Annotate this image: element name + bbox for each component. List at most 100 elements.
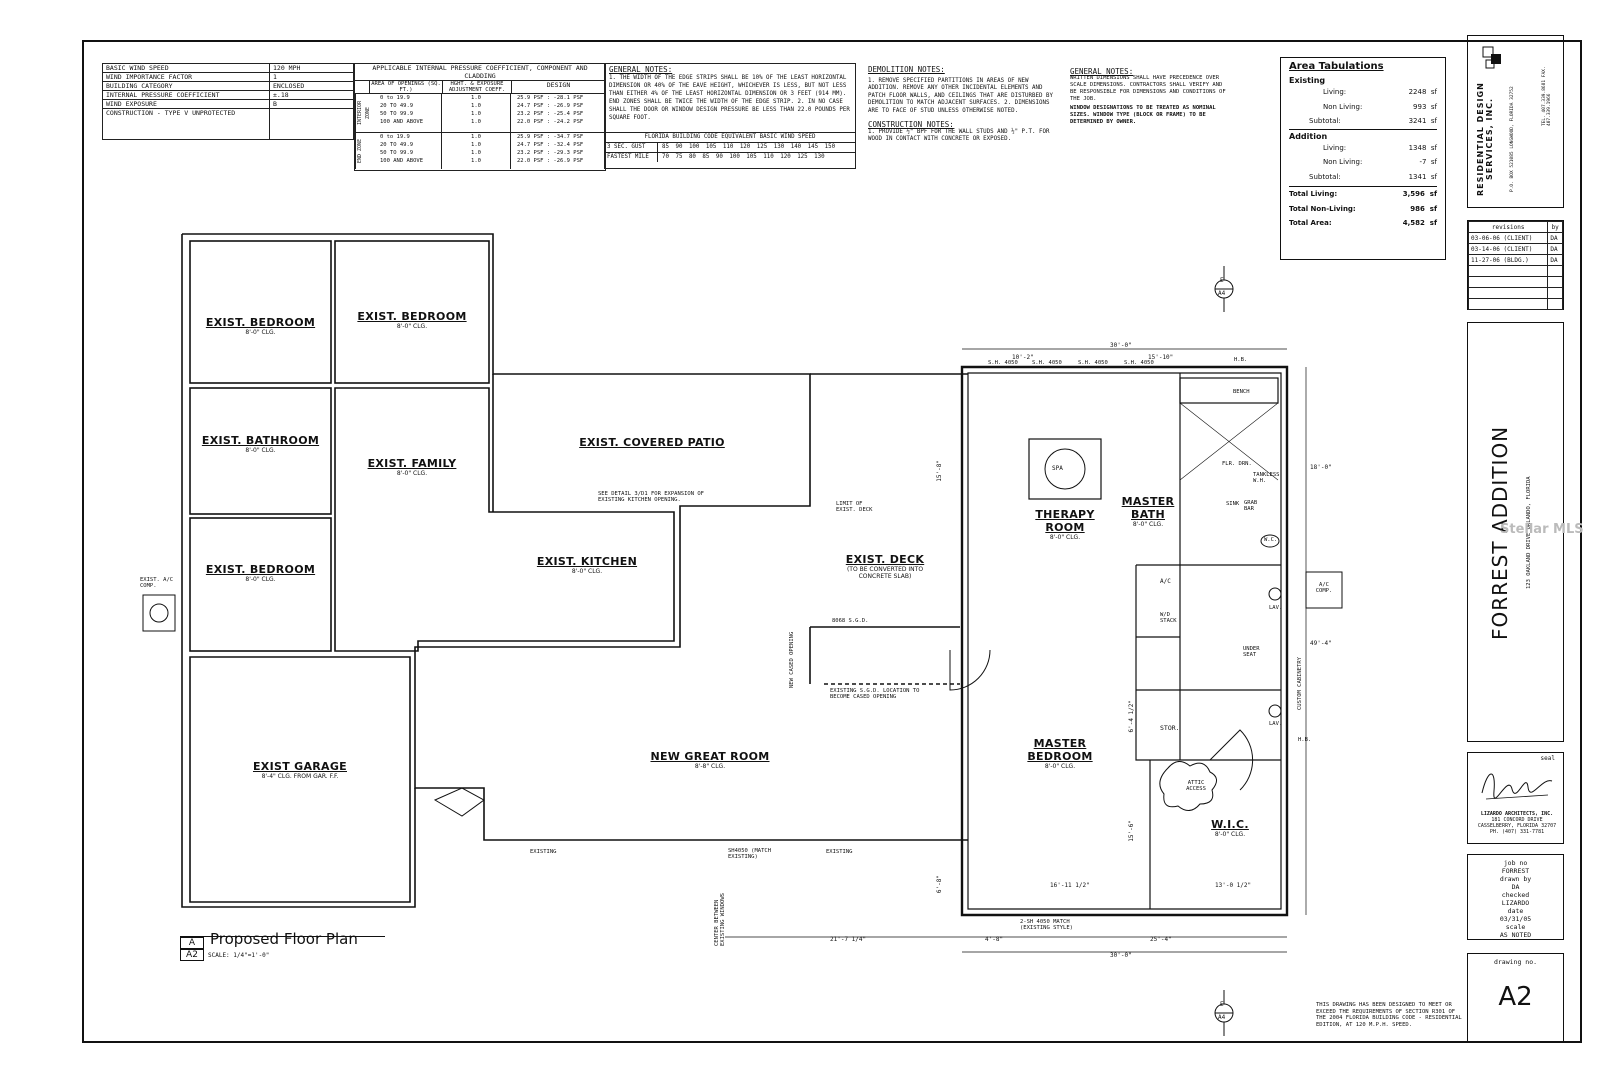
room-name: NEW GREAT ROOM bbox=[650, 750, 770, 763]
existing-outline-left bbox=[181, 234, 416, 908]
wall-family-kitchen bbox=[334, 387, 675, 652]
total-label: Total Non-Living: bbox=[1289, 204, 1356, 213]
room-name: EXIST. FAMILY bbox=[367, 457, 457, 470]
addition-label: Addition bbox=[1289, 128, 1437, 141]
room-ceiling: 8'-0" CLG. bbox=[1214, 831, 1246, 838]
project-block: FORREST ADDITION 123 OAKLAND DRIVE ORLAN… bbox=[1467, 322, 1564, 742]
room-wic: W.I.C.8'-0" CLG. bbox=[1200, 818, 1260, 838]
dim-top-right: 15'-10" bbox=[1148, 354, 1174, 361]
area-unit: sf bbox=[1430, 88, 1437, 96]
area-label: Living: bbox=[1323, 143, 1347, 152]
dim-inner: 16'-11 1/2" bbox=[1050, 882, 1090, 889]
wind-row-value bbox=[269, 108, 354, 140]
room-name: W.I.C. bbox=[1211, 818, 1249, 831]
area-range: 100 AND ABOVE bbox=[380, 119, 424, 125]
coeff: 1.0 bbox=[471, 158, 481, 164]
design-pressure: 24.7 PSF : -26.9 PSF bbox=[517, 103, 584, 109]
general-notes-title: GENERAL NOTES: bbox=[1070, 67, 1134, 76]
coeff: 1.0 bbox=[471, 142, 481, 148]
coeff: 1.0 bbox=[471, 103, 481, 109]
firm-logo-icon bbox=[1482, 46, 1501, 69]
area-range: 50 TO 99.9 bbox=[380, 150, 414, 156]
dim-bottom-right: 25'-4" bbox=[1150, 936, 1172, 943]
room-ceiling: 8'-0" CLG. bbox=[571, 568, 603, 575]
center-note: CENTER BETWEEN EXISTING WINDOWS bbox=[714, 893, 726, 946]
total-label: Total Area: bbox=[1289, 219, 1332, 227]
dim-left: 15'-6" bbox=[1128, 820, 1135, 842]
dim-bottom-total: 30'-0" bbox=[1110, 952, 1132, 959]
seal-label: seal bbox=[1540, 755, 1555, 762]
plan-caption: A Proposed Floor Plan A2 SCALE: 1/4"=1'-… bbox=[180, 930, 385, 961]
date-label: date bbox=[1507, 907, 1524, 915]
window-designation-note: WINDOW DESIGNATIONS TO BE TREATED AS NOM… bbox=[1070, 105, 1216, 125]
area-value: 2248 bbox=[1408, 88, 1427, 96]
area-title: Area Tabulations bbox=[1289, 61, 1384, 72]
area-value: 3241 bbox=[1408, 117, 1427, 125]
design-pressure: 23.2 PSF : -25.4 PSF bbox=[517, 111, 584, 117]
room-ceiling: 8'-0" CLG. bbox=[1044, 763, 1076, 770]
design-pressure: 25.9 PSF : -34.7 PSF bbox=[517, 134, 584, 140]
dim-inner: 13'-0 1/2" bbox=[1215, 882, 1252, 889]
area-label: Subtotal: bbox=[1309, 117, 1341, 125]
window-label: S.H. 4050 bbox=[988, 360, 1018, 366]
drawing-scale: AS NOTED bbox=[1499, 931, 1532, 939]
room-name: EXIST GARAGE bbox=[252, 760, 347, 773]
caption-title: Proposed Floor Plan bbox=[210, 930, 358, 948]
gust-label: 3 SEC. GUST bbox=[605, 143, 658, 152]
area-unit: sf bbox=[1430, 158, 1437, 166]
ac-unit-icon bbox=[142, 594, 176, 632]
room-name: EXIST. BEDROOM bbox=[205, 563, 316, 576]
scale-label: scale bbox=[1505, 923, 1526, 931]
closet-walls bbox=[1136, 565, 1281, 760]
general-notes-2: GENERAL NOTES: WRITTEN DIMENSIONS SHALL … bbox=[1070, 68, 1230, 126]
window-label: S.H. 4050 bbox=[1124, 360, 1154, 366]
pressure-table: APPLICABLE INTERNAL PRESSURE COEFFICIENT… bbox=[354, 63, 606, 171]
spa-label: SPA bbox=[1052, 465, 1063, 472]
col-height: HGHT. & EXPOSURE ADJUSTMENT COEFF. bbox=[443, 81, 512, 93]
room-name: EXIST. BATHROOM bbox=[201, 434, 320, 447]
area-range: 100 AND ABOVE bbox=[380, 158, 424, 164]
room-ceiling: 8'-0" CLG. bbox=[245, 576, 276, 583]
ac-closet-label: A/C bbox=[1160, 578, 1171, 585]
room-name: MASTER BEDROOM bbox=[1027, 737, 1093, 763]
kitchen-note: SEE DETAIL 3/D1 FOR EXPANSION OF EXISTIN… bbox=[598, 491, 704, 503]
ac-fan-icon bbox=[149, 603, 169, 623]
fbc-title: FLORIDA BUILDING CODE EQUIVALENT BASIC W… bbox=[605, 132, 855, 142]
area-value: 1341 bbox=[1408, 172, 1427, 181]
dim-bottom-left: 4'-8" bbox=[985, 936, 1004, 943]
construction-text: 1. PROVIDE ½" BPF FOR THE WALL STUDS AND… bbox=[868, 128, 1050, 143]
mile-values: 70 75 80 85 90 100 105 110 120 125 130 bbox=[662, 154, 825, 160]
area-label: Subtotal: bbox=[1309, 172, 1341, 181]
room-name: EXIST. BEDROOM bbox=[357, 310, 467, 323]
addition-inner bbox=[967, 372, 1282, 910]
spa-tub bbox=[1028, 438, 1102, 500]
area-range: 0 to 19.9 bbox=[380, 134, 410, 140]
design-pressure: 22.0 PSF : -26.9 PSF bbox=[517, 158, 584, 164]
dim-bottom-mid: 21'-7 1/4" bbox=[830, 936, 867, 943]
area-unit: sf bbox=[1430, 102, 1437, 111]
door-swing-icon bbox=[1209, 729, 1254, 791]
existing-window-label: EXISTING bbox=[826, 849, 853, 855]
door-swing-icon bbox=[433, 787, 485, 817]
architect-phone: PH. (407) 331-7781 bbox=[1489, 829, 1545, 835]
hose-bib-label: H.B. bbox=[1298, 737, 1312, 743]
demolition-title: DEMOLITION NOTES: bbox=[868, 65, 945, 74]
area-label: Non Living: bbox=[1323, 158, 1363, 166]
design-pressure: 22.0 PSF : -24.2 PSF bbox=[517, 119, 584, 125]
total-value: 986 bbox=[1410, 204, 1425, 213]
area-label: Living: bbox=[1323, 88, 1347, 96]
area-range: 0 to 19.9 bbox=[380, 95, 410, 101]
total-value: 4,582 bbox=[1402, 219, 1425, 227]
job-info-block: job no FORREST drawn by DA checked LIZAR… bbox=[1467, 854, 1564, 940]
wall-bed1 bbox=[189, 240, 332, 384]
section-letter: E bbox=[1220, 1001, 1224, 1008]
coeff: 1.0 bbox=[471, 95, 481, 101]
wall-bed3 bbox=[189, 517, 332, 652]
